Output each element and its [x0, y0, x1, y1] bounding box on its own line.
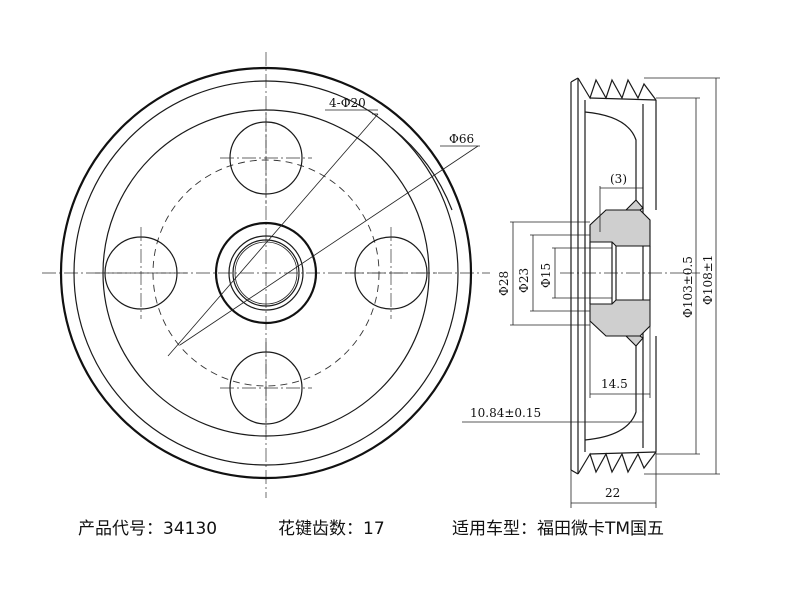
spline-teeth-text: 花键齿数：17	[278, 519, 385, 539]
dim-d15-label: Φ15	[539, 263, 553, 288]
web-curve-bottom	[584, 338, 637, 441]
back-chamfer-bottom	[570, 469, 579, 475]
outer-arc-mark	[391, 127, 453, 211]
hub-outer-circle	[214, 221, 318, 325]
outer-rim-circle	[59, 66, 473, 480]
weld-bottom	[624, 335, 644, 347]
v-grooves-bottom	[577, 451, 657, 475]
side-section-view: Φ28 Φ23 Φ15 Φ103±0.5 Φ108±1 (3) 14.5 10.…	[462, 77, 720, 508]
hub-section-top	[589, 209, 651, 247]
front-view: 4-Φ20 Φ66	[42, 52, 490, 498]
dim-d108-label: Φ108±1	[701, 255, 715, 305]
dim-w14-label: 14.5	[601, 377, 628, 391]
leader-holes	[167, 113, 379, 357]
back-chamfer-top	[570, 77, 579, 83]
product-code-text: 产品代号：34130	[78, 519, 218, 539]
dim-w10-label: 10.84±0.15	[470, 406, 541, 420]
rim-top-base	[589, 97, 657, 101]
weld-top	[624, 199, 644, 211]
dim-d28-label: Φ28	[497, 271, 511, 296]
vehicle-model-text: 适用车型：福田微卡TM国五	[452, 519, 665, 539]
hub-bore-inner-circle	[234, 241, 298, 305]
rim-inner-circle	[73, 80, 459, 466]
dim-pcd-label: Φ66	[449, 132, 474, 146]
hub-section-bottom	[589, 299, 651, 337]
dim-d103-label: Φ103±0.5	[681, 256, 695, 318]
leader-pcd	[179, 145, 479, 346]
hub-bore-circle	[232, 239, 300, 307]
rim-bottom-base	[589, 451, 657, 455]
web-curve-top	[584, 111, 637, 208]
dim-w3-label: (3)	[610, 172, 627, 186]
hub-ring-circle	[228, 235, 304, 311]
product-info-footer: 产品代号：34130 花键齿数：17 适用车型：福田微卡TM国五	[0, 508, 800, 542]
dim-d23-label: Φ23	[517, 268, 531, 293]
dim-w22-label: 22	[605, 486, 620, 500]
dim-holes-label: 4-Φ20	[329, 96, 366, 110]
v-grooves-top	[577, 77, 657, 101]
